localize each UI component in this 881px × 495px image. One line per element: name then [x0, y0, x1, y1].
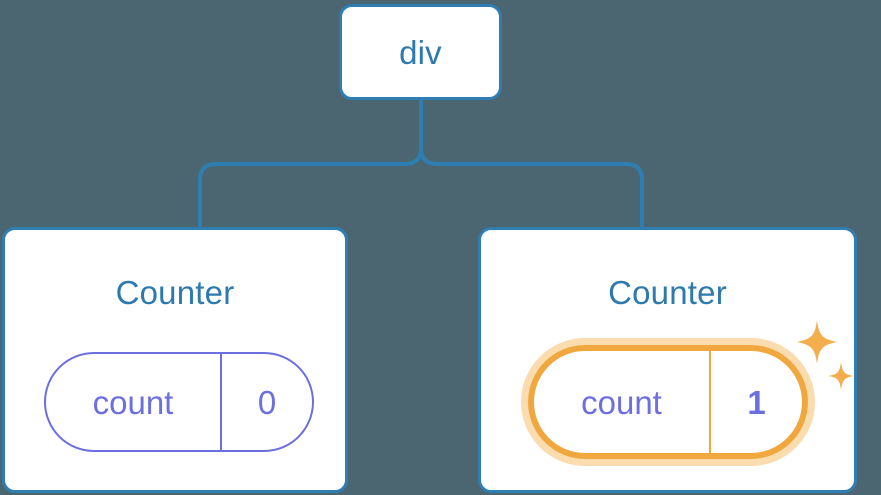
- state-value-label: 1: [747, 383, 766, 421]
- tree-node-counter-right[interactable]: Counter count 1: [478, 227, 857, 493]
- state-value-label: 0: [257, 383, 277, 421]
- connector-path: [198, 98, 644, 229]
- state-pill-count-left[interactable]: count 0: [44, 352, 314, 452]
- sparkle-star-small-icon: [828, 362, 854, 390]
- highlight-halo: [521, 338, 815, 466]
- highlight-ring: count 1: [528, 345, 808, 459]
- state-pill-count-right-highlighted[interactable]: count 1: [521, 338, 815, 466]
- counter-left-title: Counter: [115, 274, 235, 311]
- tree-node-counter-left[interactable]: Counter count 0: [2, 227, 348, 493]
- counter-right-title: Counter: [608, 274, 727, 311]
- tree-node-root[interactable]: div: [339, 4, 502, 100]
- state-key-label: count: [46, 354, 222, 450]
- root-node-label: div: [399, 33, 442, 71]
- state-key-label: count: [534, 351, 711, 453]
